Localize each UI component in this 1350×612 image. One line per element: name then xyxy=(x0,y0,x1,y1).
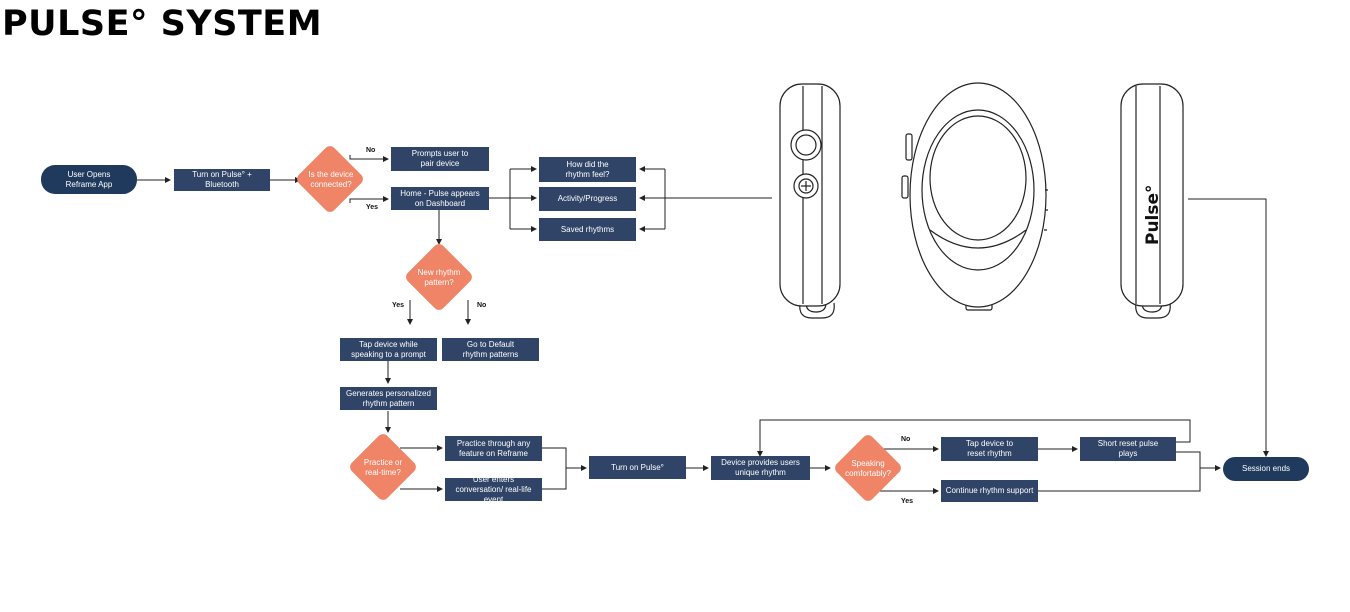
node-turn-on-bluetooth: Turn on Pulse° + Bluetooth xyxy=(174,169,270,191)
node-tap-reset: Tap device to reset rhythm xyxy=(941,437,1038,461)
edge-connected-yes xyxy=(349,196,389,203)
device-front-view xyxy=(901,82,1048,311)
node-rhythm-feel: How did the rhythm feel? xyxy=(539,157,636,182)
node-activity-progress: Activity/Progress xyxy=(539,187,636,211)
node-prompts-pair: Prompts user to pair device xyxy=(391,147,489,171)
decision-speaking: Speaking comfortably? xyxy=(845,459,891,478)
decision-is-connected: Is the device connected? xyxy=(308,170,354,189)
edge-label-yes-1: Yes xyxy=(366,204,379,211)
edge-label-yes-3: Yes xyxy=(901,498,914,505)
node-default-patterns: Go to Default rhythm patterns xyxy=(442,338,539,361)
page-title: PULSE° SYSTEM xyxy=(2,4,323,44)
device-side-view-right xyxy=(1120,83,1184,319)
node-saved-rhythms: Saved rhythms xyxy=(539,218,636,241)
device-brand-label: Pulse° xyxy=(1143,184,1163,245)
node-home-dashboard: Home - Pulse appears on Dashboard xyxy=(391,187,489,210)
node-practice-feature: Practice through any feature on Reframe xyxy=(445,436,542,461)
edge-continue-to-end xyxy=(1038,468,1201,492)
node-turn-on-pulse: Turn on Pulse° xyxy=(589,456,686,479)
edge-reset-loop xyxy=(757,419,1191,457)
node-tap-prompt: Tap device while speaking to a prompt xyxy=(340,338,437,361)
edge-connected-no xyxy=(349,155,389,162)
node-session-ends: Session ends xyxy=(1223,457,1309,481)
node-user-opens: User Opens Reframe App xyxy=(41,165,137,194)
edge-label-no-2: No xyxy=(477,302,487,309)
edge-label-no-3: No xyxy=(901,436,911,443)
node-generates-pattern: Generates personalized rhythm pattern xyxy=(340,387,437,410)
node-provides-rhythm: Device provides users unique rhythm xyxy=(711,456,810,480)
edge-label-no-1: No xyxy=(366,147,376,154)
node-enters-conversation: User enters conversation/ real-life even… xyxy=(445,475,542,504)
node-continue-support: Continue rhythm support xyxy=(941,480,1038,502)
edge-merge-top xyxy=(542,447,567,490)
device-side-view-left xyxy=(779,83,841,319)
edge-reset-to-end xyxy=(1176,451,1221,471)
node-reset-pulse: Short reset pulse plays xyxy=(1080,437,1176,461)
edge-device-to-end xyxy=(1188,198,1269,457)
edge-label-yes-2: Yes xyxy=(392,302,405,309)
decision-practice: Practice or real-time? xyxy=(363,458,403,477)
decision-new-pattern: New rhythm pattern? xyxy=(417,268,461,287)
